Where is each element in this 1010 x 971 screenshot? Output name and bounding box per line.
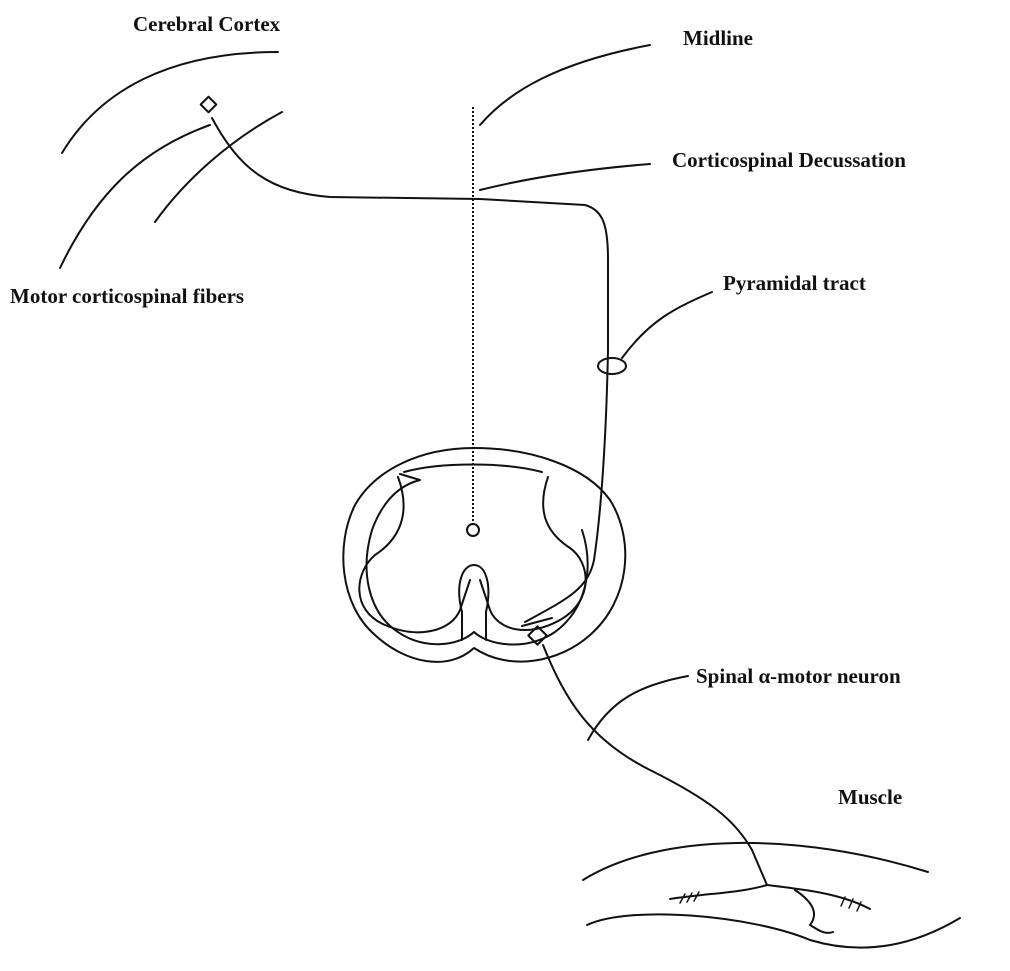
spinal-cord-outer	[343, 448, 625, 662]
axon-branch-down	[795, 890, 833, 933]
leader-decussation	[480, 164, 650, 190]
corticospinal-axon	[212, 118, 608, 622]
label-midline: Midline	[683, 26, 753, 50]
leader-pyramidal	[622, 292, 712, 358]
cortical-neuron-soma	[201, 97, 217, 113]
cortex-fold-left	[60, 125, 210, 268]
spinal-cord-section	[343, 448, 625, 662]
gray-matter-right	[480, 477, 586, 630]
label-pyramidal-tract: Pyramidal tract	[723, 271, 866, 295]
pyramidal-tract-marker	[598, 358, 626, 374]
muscle-bottom	[587, 914, 960, 947]
axon-branch-left	[670, 885, 767, 899]
label-muscle: Muscle	[838, 785, 902, 809]
ventral-fissure	[459, 565, 488, 640]
muscle-top	[583, 843, 928, 880]
leader-midline	[480, 45, 650, 125]
label-motor-fibers: Motor corticospinal fibers	[10, 284, 244, 308]
endplate-ticks-left	[680, 892, 699, 903]
spinal-cord-inner	[367, 474, 474, 644]
label-spinal-motor-neuron: Spinal α-motor neuron	[696, 664, 901, 688]
central-canal	[467, 524, 479, 536]
label-cerebral-cortex: Cerebral Cortex	[133, 12, 281, 36]
label-corticospinal-decussation: Corticospinal Decussation	[672, 148, 906, 172]
axon-branch-right	[767, 885, 870, 909]
leader-alpha-motor	[588, 676, 688, 740]
cortex-outline	[62, 52, 278, 153]
